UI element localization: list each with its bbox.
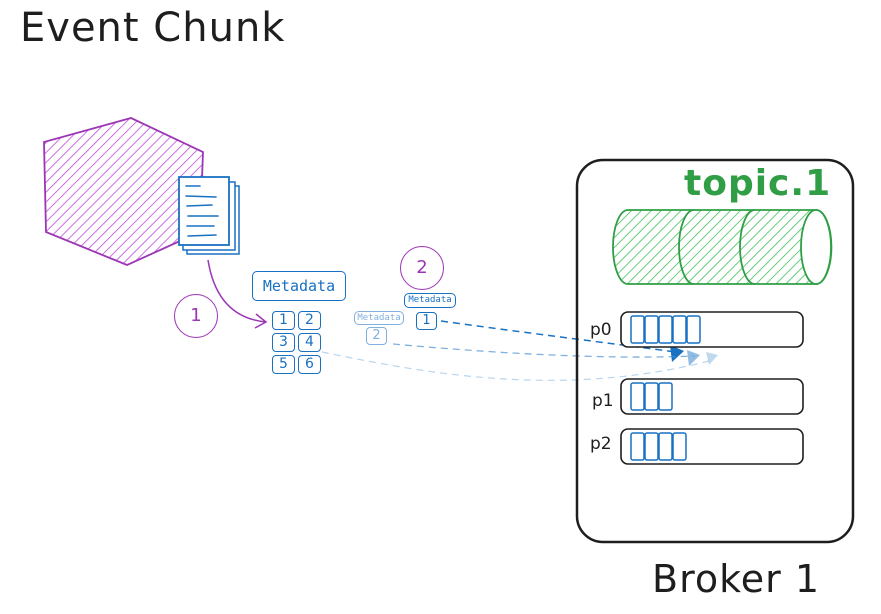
chunk-cell: 1: [272, 311, 295, 330]
partition-slot: [658, 382, 673, 411]
partition-slot: [672, 315, 687, 344]
inflight-metadata-badge: Metadata: [354, 311, 404, 325]
partition-slot: [630, 382, 645, 411]
partition-slot: [672, 432, 687, 461]
diagram-title: Event Chunk: [20, 5, 286, 51]
partition-slot: [644, 432, 659, 461]
chunk-cell: 2: [298, 311, 321, 330]
partition-slot: [644, 382, 659, 411]
partition-label: p0: [590, 320, 612, 340]
topic-label: topic.1: [684, 163, 832, 204]
chunk-cell: 3: [272, 333, 295, 352]
chunk-cell: 5: [272, 355, 295, 374]
partition-slot: [686, 315, 701, 344]
send-arrows: [321, 320, 718, 381]
partition-slot: [630, 315, 645, 344]
partition-slot: [630, 432, 645, 461]
chunk-cell: 6: [298, 355, 321, 374]
partitions: [620, 311, 804, 465]
inflight-metadata-badge: Metadata: [404, 293, 456, 308]
partition-label: p2: [590, 434, 612, 454]
inflight-event-cell: 2: [366, 327, 387, 345]
step-2-badge: 2: [400, 246, 444, 290]
broker-label: Broker 1: [652, 557, 821, 601]
producer-hexagon-icon: [43, 117, 204, 266]
partition-slot: [658, 315, 673, 344]
partition-slot: [658, 432, 673, 461]
documents-icon: [178, 176, 240, 255]
broker-box: [575, 158, 855, 544]
partition-label: p1: [592, 391, 614, 411]
partition-slot: [644, 315, 659, 344]
step-1-badge: 1: [174, 294, 218, 338]
produce-arrow: [207, 259, 268, 329]
topic-cylinder-icon: [612, 209, 833, 285]
chunk-metadata-badge: Metadata: [252, 271, 346, 301]
chunk-cell: 4: [298, 333, 321, 352]
inflight-event-cell: 1: [416, 312, 437, 330]
